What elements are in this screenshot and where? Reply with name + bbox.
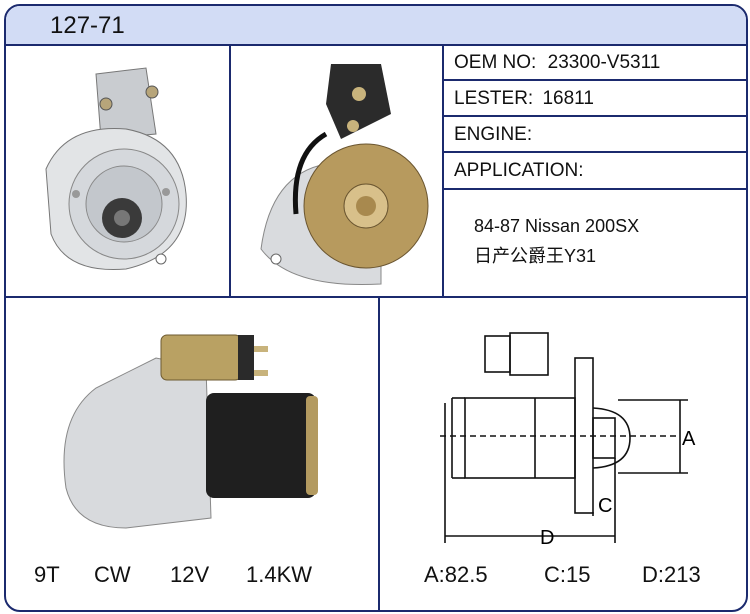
model-number: 127-71 bbox=[50, 12, 125, 39]
application-line: 日产公爵王Y31 bbox=[474, 246, 597, 266]
engine-label: ENGINE: bbox=[454, 124, 533, 145]
divider bbox=[442, 151, 746, 153]
divider bbox=[6, 296, 746, 298]
dimension-d-label: D bbox=[540, 527, 554, 549]
oem-value: 23300-V5311 bbox=[547, 52, 661, 73]
product-card: 127-71 OEM NO: 23300-V5311 LESTER: 16811… bbox=[4, 4, 748, 612]
divider bbox=[378, 296, 380, 610]
divider bbox=[442, 188, 746, 190]
divider bbox=[229, 44, 231, 296]
dimension-a-value: A:82.5 bbox=[424, 562, 488, 587]
lester-value: 16811 bbox=[542, 88, 594, 109]
dimension-c-value: C:15 bbox=[544, 562, 591, 587]
header-bar: 127-71 bbox=[6, 6, 746, 46]
application-label: APPLICATION: bbox=[454, 160, 584, 181]
lester-label: LESTER: bbox=[454, 88, 534, 109]
application-row: APPLICATION: bbox=[444, 154, 746, 189]
voltage-rating: 12V bbox=[170, 562, 210, 587]
lester-row: LESTER: 16811 bbox=[444, 82, 746, 117]
teeth-rating: 9T bbox=[34, 562, 60, 587]
starter-front-view-image bbox=[45, 67, 187, 271]
engine-row: ENGINE: bbox=[444, 118, 746, 153]
oem-row: OEM NO: 23300-V5311 bbox=[444, 46, 746, 81]
divider bbox=[442, 115, 746, 117]
dimension-drawing: A C D bbox=[440, 332, 696, 549]
divider bbox=[442, 79, 746, 81]
dimension-c-label: C bbox=[598, 495, 612, 517]
starter-rear-view-image bbox=[260, 64, 429, 286]
dimension-d-value: D:213 bbox=[642, 562, 701, 587]
rotation-rating: CW bbox=[94, 562, 131, 587]
application-line: 84-87 Nissan 200SX bbox=[474, 216, 640, 236]
divider bbox=[442, 44, 444, 296]
power-rating: 1.4KW bbox=[246, 562, 313, 587]
starter-side-view-image bbox=[63, 334, 318, 529]
dimension-a-label: A bbox=[682, 428, 696, 450]
oem-label: OEM NO: bbox=[454, 52, 537, 73]
